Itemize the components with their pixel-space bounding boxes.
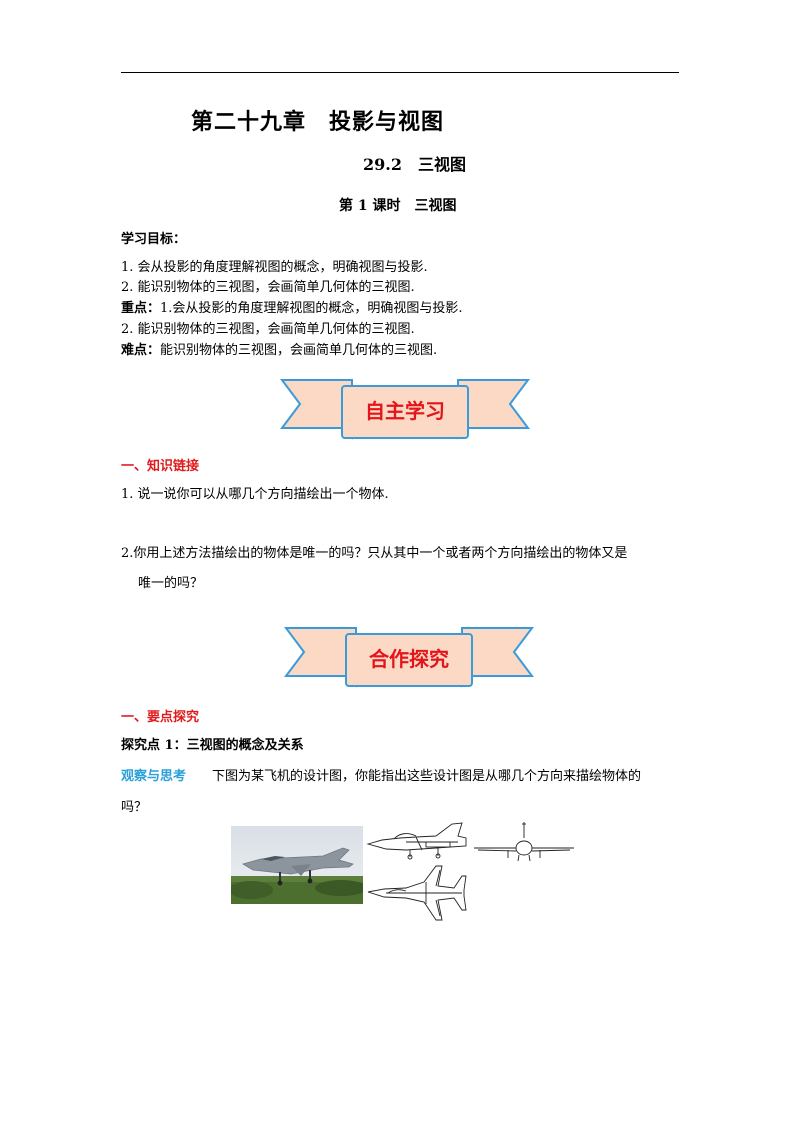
observe-label: 观察与思考 (121, 769, 187, 784)
jet-top-view-drawing (366, 862, 470, 926)
jet-photo (229, 826, 367, 904)
objectives-heading: 学习目标： (121, 232, 187, 247)
banner-self-study: 自主学习 (280, 376, 530, 446)
question-1: 1. 说一说你可以从哪几个方向描绘出一个物体. (121, 487, 389, 502)
chapter-title: 第二十九章 投影与视图 (191, 110, 445, 135)
objective-1: 1. 会从投影的角度理解视图的概念，明确视图与投影. (121, 260, 428, 275)
banner-cooperative-inquiry: 合作探究 (284, 624, 534, 694)
question-2-line-2: 唯一的吗？ (138, 576, 204, 591)
banner-cooperative-inquiry-label: 合作探究 (369, 647, 449, 671)
ribbon-banner-graphic (284, 627, 534, 688)
banner-self-study-label: 自主学习 (365, 399, 445, 423)
key-point-2: 2. 能识别物体的三视图，会画简单几何体的三视图. (121, 322, 415, 337)
jet-front-view-drawing (472, 820, 576, 864)
difficulty-line: 难点：能识别物体的三视图，会画简单几何体的三视图. (121, 339, 437, 358)
ribbon-banner-graphic (280, 379, 530, 440)
lesson-title: 第 1 课时 三视图 (339, 198, 457, 214)
key-points-label: 重点： (121, 301, 161, 316)
observe-text-1: 下图为某飞机的设计图，你能指出这些设计图是从哪几个方向来描绘物体的 (212, 769, 642, 784)
observe-line-1: 观察与思考 下图为某飞机的设计图，你能指出这些设计图是从哪几个方向来描绘物体的 (121, 765, 641, 784)
jet-side-view-drawing (366, 820, 470, 860)
key-point-inquiry-heading: 一、要点探究 (121, 710, 200, 725)
section-title: 29.2 三视图 (363, 155, 466, 174)
observe-text-2: 吗？ (121, 800, 148, 815)
knowledge-link-heading: 一、知识链接 (121, 459, 200, 474)
header-rule (121, 72, 679, 73)
difficulty-text: 能识别物体的三视图，会画简单几何体的三视图. (160, 343, 438, 358)
explore-point-title: 探究点 1：三视图的概念及关系 (121, 738, 304, 753)
question-2-line-1: 2.你用上述方法描绘出的物体是唯一的吗？只从其中一个或者两个方向描绘出的物体又是 (121, 546, 628, 561)
key-points-line-1: 重点：1.会从投影的角度理解视图的概念，明确视图与投影. (121, 297, 463, 316)
difficulty-label: 难点： (121, 343, 161, 358)
objective-2: 2. 能识别物体的三视图，会画简单几何体的三视图. (121, 280, 415, 295)
key-point-1: 1.会从投影的角度理解视图的概念，明确视图与投影. (160, 301, 463, 316)
